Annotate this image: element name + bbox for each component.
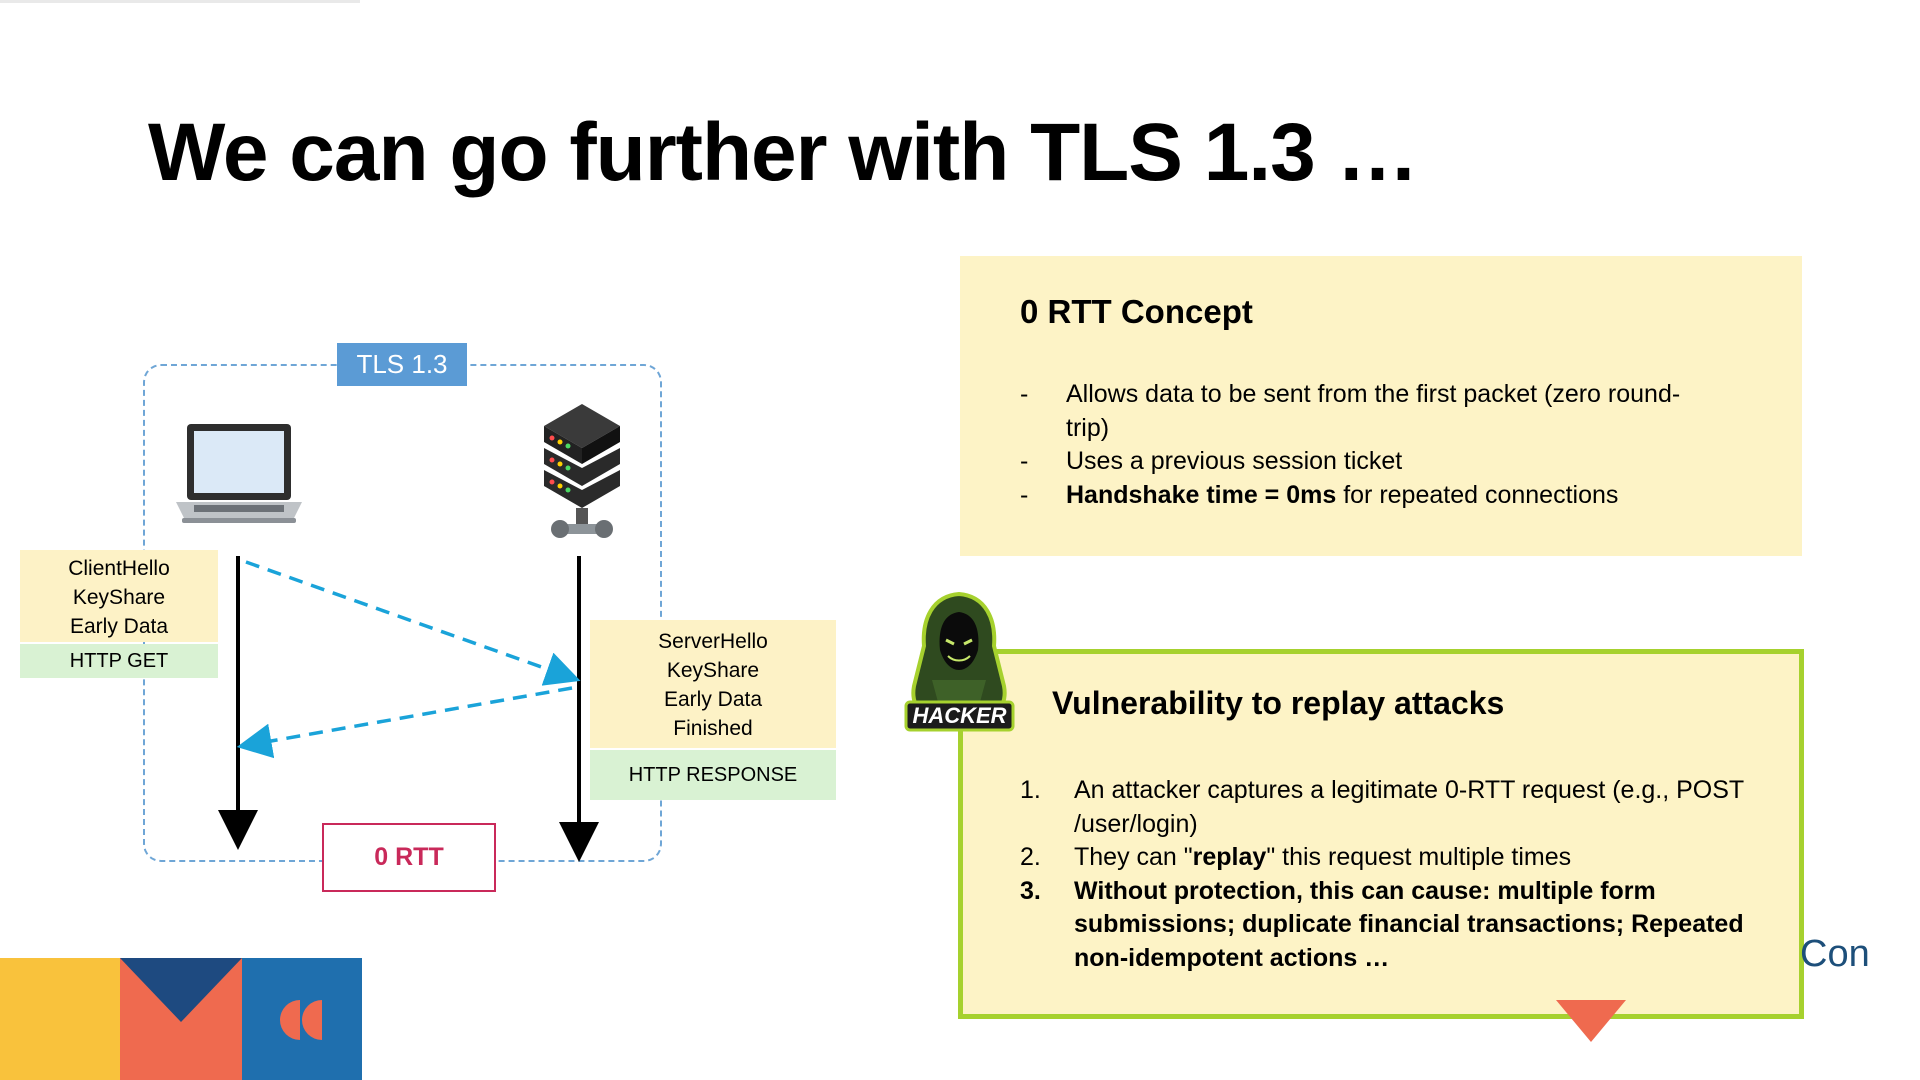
server-http-label: HTTP RESPONSE — [590, 750, 836, 800]
server-message: ServerHello — [658, 630, 768, 653]
list-text: An attacker captures a legitimate 0-RTT … — [1074, 776, 1744, 838]
client-message: ClientHello — [68, 557, 170, 580]
list-item: - Allows data to be sent from the first … — [1020, 378, 1720, 445]
list-text-pre: They can " — [1074, 843, 1193, 871]
slide-title: We can go further with TLS 1.3 … — [148, 107, 1419, 198]
list-item: - Handshake time = 0ms for repeated conn… — [1020, 479, 1720, 513]
partial-logo-shape — [1556, 1000, 1626, 1042]
concept-title: 0 RTT Concept — [1020, 293, 1253, 330]
list-text: Handshake time = 0ms for repeated connec… — [1066, 479, 1720, 513]
list-marker: 1. — [1020, 776, 1041, 804]
list-text-post: " this request multiple times — [1266, 843, 1572, 871]
server-messages: ServerHello KeyShare Early Data Finished — [590, 620, 836, 748]
list-text-bold: Handshake time = 0ms — [1066, 480, 1337, 509]
top-divider — [0, 0, 360, 3]
diagram-arrows — [218, 556, 599, 862]
list-marker: 3. — [1020, 876, 1041, 905]
concept-list: - Allows data to be sent from the first … — [1020, 378, 1720, 512]
list-marker: - — [1020, 447, 1029, 475]
server-to-client-arrow — [236, 686, 573, 759]
list-item: 2. They can "replay" this request multip… — [1020, 841, 1765, 875]
partial-logo-text: Con — [1800, 933, 1870, 975]
list-text: They can "replay" this request multiple … — [1074, 841, 1765, 875]
laptop-icon — [176, 424, 302, 523]
conference-logo — [0, 958, 362, 1080]
zero-rtt-label: 0 RTT — [322, 823, 496, 892]
list-item: 1. An attacker captures a legitimate 0-R… — [1020, 774, 1765, 841]
server-message: KeyShare — [666, 659, 760, 682]
client-messages: ClientHello KeyShare Early Data — [20, 550, 218, 642]
client-message: Early Data — [69, 615, 169, 638]
client-to-server-arrow — [245, 560, 581, 686]
client-http-label: HTTP GET — [20, 644, 218, 678]
concept-panel — [960, 256, 1802, 556]
list-text-rest: for repeated connections — [1336, 480, 1619, 509]
list-item: 3. Without protection, this can cause: m… — [1020, 875, 1765, 976]
list-text: Without protection, this can cause: mult… — [1074, 876, 1744, 972]
tls-badge: TLS 1.3 — [337, 343, 467, 386]
hacker-label: HACKER — [912, 703, 1006, 728]
list-item: - Uses a previous session ticket — [1020, 445, 1720, 479]
list-marker: 2. — [1020, 843, 1041, 871]
vulnerability-list: 1. An attacker captures a legitimate 0-R… — [1020, 774, 1765, 975]
hacker-icon: HACKER — [904, 591, 1015, 732]
server-message: Finished — [673, 717, 753, 740]
list-text: Allows data to be sent from the first pa… — [1066, 380, 1681, 442]
server-icon — [544, 404, 620, 538]
vulnerability-title: Vulnerability to replay attacks — [1052, 685, 1505, 721]
vulnerability-panel — [958, 649, 1804, 1019]
list-marker: - — [1020, 480, 1029, 509]
list-marker: - — [1020, 380, 1029, 408]
list-text-bold: replay — [1192, 843, 1267, 871]
server-message: Early Data — [663, 688, 763, 711]
list-text: Uses a previous session ticket — [1066, 447, 1403, 475]
client-message: KeyShare — [72, 586, 166, 609]
